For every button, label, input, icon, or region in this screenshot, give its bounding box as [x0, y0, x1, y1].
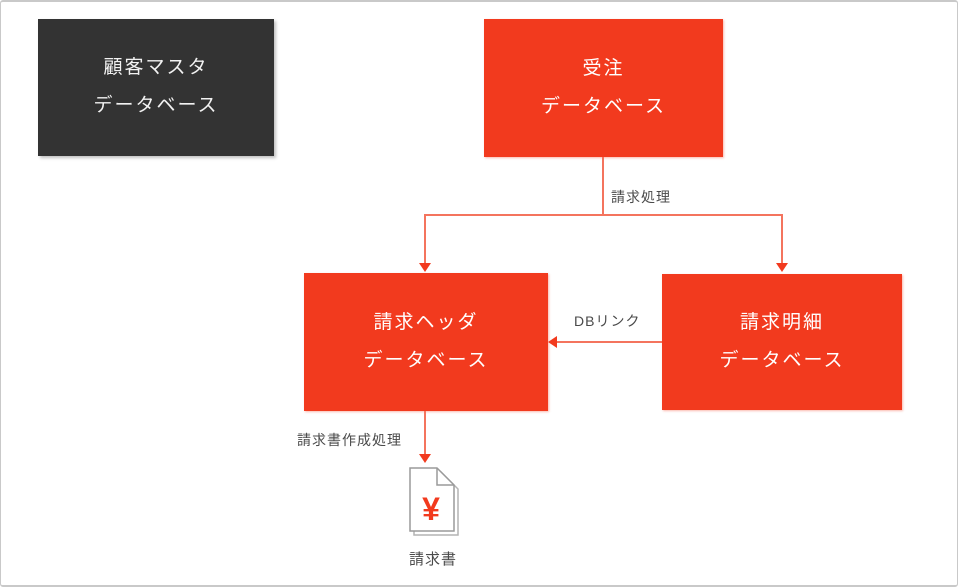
yen-symbol: ¥ [422, 491, 440, 527]
connector-branch-to-invoice-detail [781, 214, 783, 263]
node-label-line: 受注 [582, 57, 625, 79]
node-label-line: データベース [719, 349, 845, 371]
page-fold-shape [436, 468, 454, 486]
node-label-line: データベース [540, 95, 667, 117]
invoice-document-caption: 請求書 [408, 551, 457, 568]
node-label-line: 請求ヘッダ [373, 311, 479, 333]
arrowhead-down-icon [419, 263, 431, 272]
node-label-line: データベース [363, 349, 489, 371]
connector-branch-to-invoice-header [424, 214, 426, 263]
connector-invoice-header-to-document [424, 411, 426, 455]
connector-db-link [557, 341, 662, 343]
connector-branch-horizontal [424, 214, 783, 216]
invoice-document-icon: ¥ [409, 467, 459, 536]
node-label-line: 請求明細 [739, 311, 824, 333]
node-label-line: データベース [93, 95, 219, 116]
node-customer-master-db: 顧客マスタ データベース [38, 19, 274, 156]
arrowhead-down-icon [776, 263, 788, 272]
connector-order-to-branch [602, 157, 604, 215]
node-invoice-header-db: 請求ヘッダ データベース [304, 273, 548, 411]
front-page-shape [409, 467, 455, 532]
arrowhead-down-icon [419, 454, 431, 463]
edge-label-billing-process: 請求処理 [611, 189, 671, 205]
node-label-line: 顧客マスタ [103, 57, 209, 79]
arrowhead-left-icon [548, 336, 557, 348]
edge-label-db-link: DBリンク [574, 313, 641, 329]
edge-label-invoice-creation-process: 請求書作成処理 [297, 432, 402, 448]
node-invoice-detail-db: 請求明細 データベース [662, 274, 902, 410]
node-order-db: 受注 データベース [484, 19, 723, 157]
